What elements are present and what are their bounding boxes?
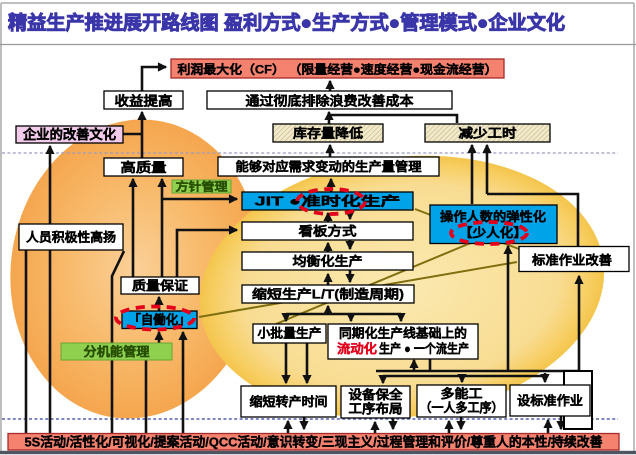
svg-text:看板方式: 看板方式 — [299, 224, 358, 239]
svg-text:缩短生产L/T(制造周期): 缩短生产L/T(制造周期) — [252, 287, 404, 302]
svg-text:库存量降低: 库存量降低 — [293, 126, 364, 141]
svg-text:操作人数的弹性化: 操作人数的弹性化 — [440, 209, 547, 224]
svg-text:方针管理: 方针管理 — [176, 180, 229, 194]
svg-text:设备保全: 设备保全 — [349, 387, 404, 402]
svg-text:减少工时: 减少工时 — [459, 126, 518, 141]
svg-text:利润最大化（CF） （限量经营●速度经营●现金流经营）: 利润最大化（CF） （限量经营●速度经营●现金流经营） — [178, 62, 498, 77]
svg-text:质量保证: 质量保证 — [132, 278, 189, 293]
svg-text:缩短转产时间: 缩短转产时间 — [250, 394, 328, 409]
svg-text:均衡化生产: 均衡化生产 — [293, 254, 363, 269]
svg-text:标准作业改善: 标准作业改善 — [531, 253, 613, 268]
svg-text:【少人化】: 【少人化】 — [459, 225, 527, 240]
svg-text:人员积极性高扬: 人员积极性高扬 — [26, 230, 116, 245]
svg-text:多能工: 多能工 — [441, 386, 484, 401]
svg-text:5S活动/活性化/可视化/提案活动/QCC活动/意识转变/三: 5S活动/活性化/可视化/提案活动/QCC活动/意识转变/三现主义/过程管理和评… — [25, 435, 603, 450]
svg-text:工序布局: 工序布局 — [349, 401, 403, 416]
svg-text:生产 ● 一个流生产: 生产 ● 一个流生产 — [379, 341, 469, 356]
svg-text:能够对应需求变动的生产量管理: 能够对应需求变动的生产量管理 — [236, 159, 423, 174]
svg-text:精益生产推进展开路线图 盈利方式●生产方式●管理模式●企业文: 精益生产推进展开路线图 盈利方式●生产方式●管理模式●企业文化 — [8, 11, 565, 34]
svg-text:高质量: 高质量 — [121, 160, 167, 175]
svg-text:分机能管理: 分机能管理 — [84, 344, 151, 359]
svg-text:同期化生产线基础上的: 同期化生产线基础上的 — [339, 326, 467, 341]
svg-text:设标准作业: 设标准作业 — [517, 393, 584, 408]
svg-text:（一人多工序）: （一人多工序） — [420, 400, 504, 415]
svg-text:小批量生产: 小批量生产 — [256, 326, 321, 341]
svg-text:企业的改善文化: 企业的改善文化 — [22, 127, 116, 142]
svg-text:收益提高: 收益提高 — [115, 94, 173, 109]
svg-text:流动化: 流动化 — [337, 341, 378, 356]
svg-text:JIT ●准时化生产: JIT ●准时化生产 — [255, 194, 401, 209]
svg-text:「自働化」: 「自働化」 — [129, 312, 191, 327]
svg-text:通过彻底排除浪费改善成本: 通过彻底排除浪费改善成本 — [246, 94, 414, 109]
